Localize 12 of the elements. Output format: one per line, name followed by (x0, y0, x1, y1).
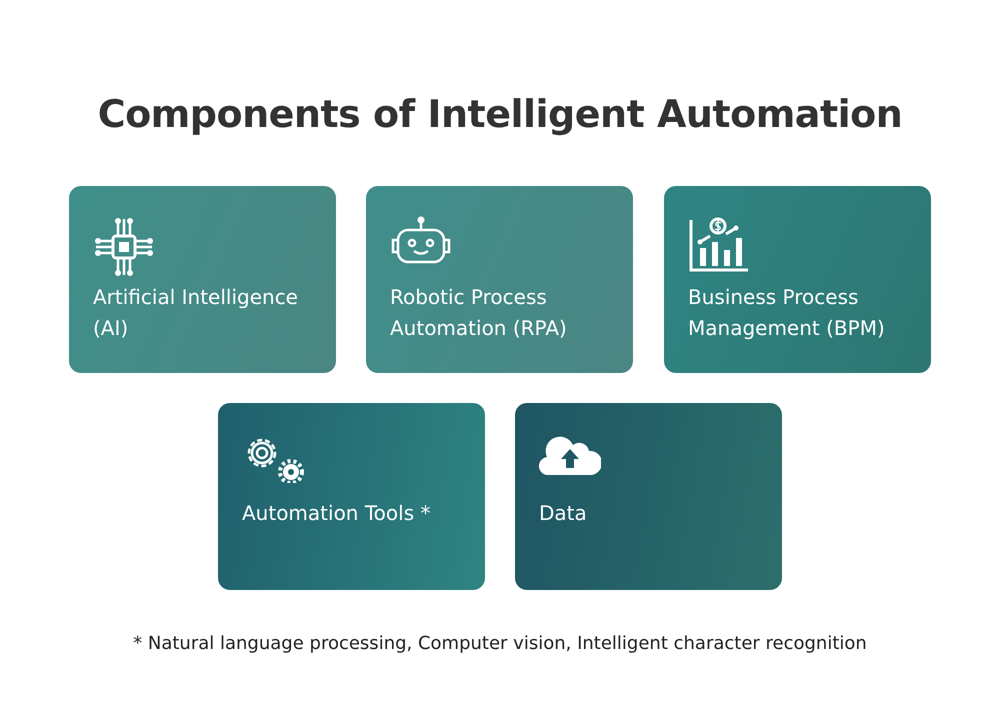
card-title: Automation Tools * (242, 500, 432, 527)
component-card (69, 186, 336, 373)
component-card (366, 186, 633, 373)
card-title: Data (539, 500, 588, 527)
footnote: * Natural language processing, Computer vision, Intelligent character recognition (132, 633, 868, 654)
component-card (664, 186, 931, 373)
component-card (515, 403, 782, 590)
card-title: Robotic Process Automation (RPA) (390, 284, 568, 342)
card-title: Artificial Intelligence (AI) (93, 284, 299, 342)
component-card (218, 403, 485, 590)
card-title: Business Process Management (BPM) (688, 284, 886, 342)
title: Components of Intelligent Automation (96, 92, 904, 136)
